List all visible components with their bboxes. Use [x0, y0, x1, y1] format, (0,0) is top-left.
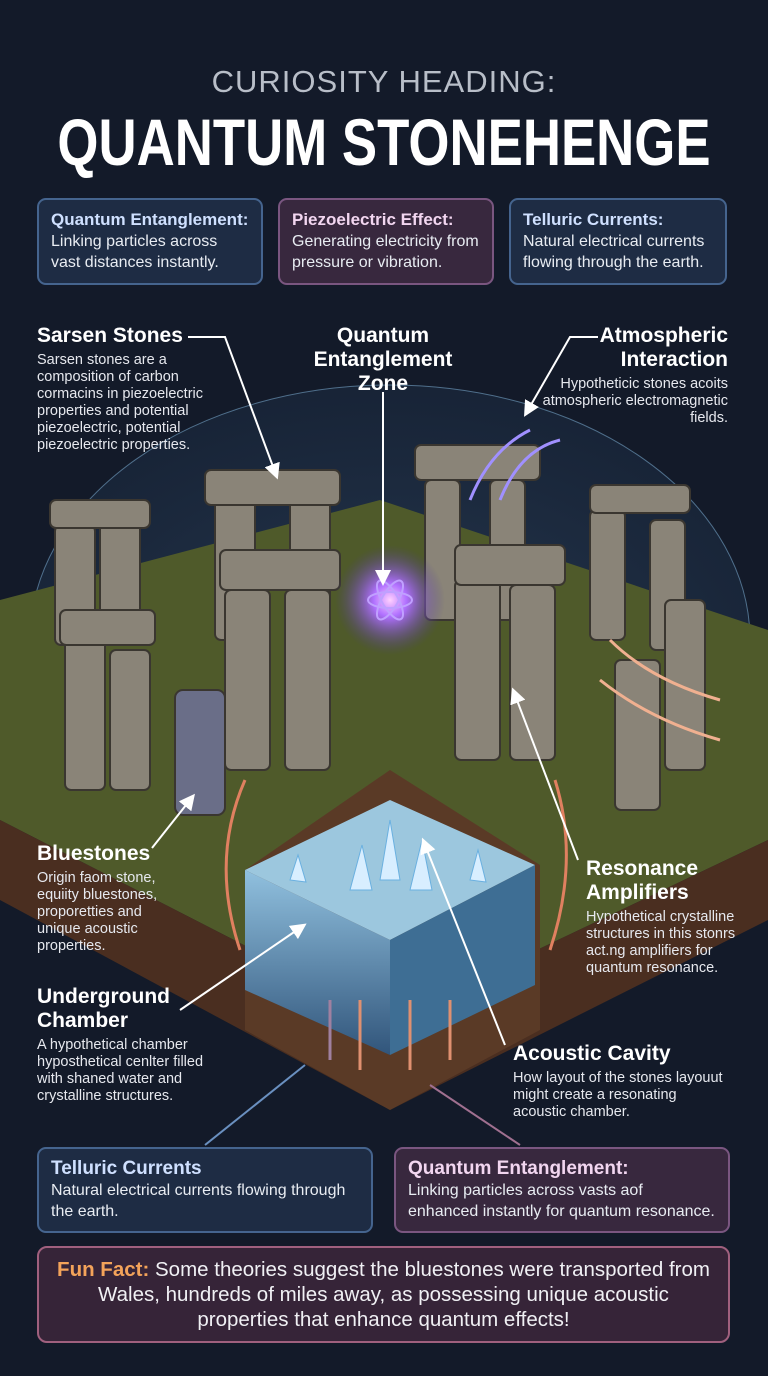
label-text: Sarsen stones are a composition of carbo… — [37, 352, 204, 453]
entanglement-pointer — [429, 1084, 521, 1146]
telluric-pointer — [204, 1064, 306, 1146]
quantum-orb — [335, 545, 445, 655]
chamber-left-face — [245, 870, 390, 1055]
label-title: Underground Chamber — [37, 985, 170, 1032]
fun-fact-label: Fun Fact: — [57, 1258, 150, 1281]
fun-fact-box: Fun Fact: Some theories suggest the blue… — [37, 1246, 730, 1343]
label-text: Origin faom stone, equiity bluestones, p… — [37, 870, 158, 954]
page-title: QUANTUM STONEHENGE — [57, 105, 711, 179]
fun-fact-text: Some theories suggest the bluestones wer… — [98, 1258, 710, 1331]
label-text: How layout of the stones layouut might c… — [513, 1070, 723, 1120]
box-title: Telluric Currents: — [523, 210, 664, 229]
info-box-telluric: Telluric Currents: Natural electrical cur… — [509, 198, 727, 285]
info-box-piezoelectric: Piezoelectric Effect: Generating electric… — [278, 198, 494, 285]
label-text: Hypotheticic stones acoits atmospheric e… — [542, 376, 728, 426]
label-title: Atmospheric Interaction — [599, 324, 728, 371]
box-text: Linking particles across vast distances … — [51, 233, 219, 271]
info-box-entanglement: Quantum Entanglement: Linking particles a… — [37, 198, 263, 285]
box-title: Quantum Entanglement: — [408, 1158, 629, 1179]
callout-arrows — [151, 336, 598, 1046]
energy-flow-arrows — [224, 428, 721, 1070]
box-text: Natural electrical currents flowing thro… — [523, 233, 705, 271]
box-title: Telluric Currents — [51, 1158, 202, 1179]
label-title: Sarsen Stones — [37, 324, 183, 347]
stonehenge-illustration — [0, 336, 768, 1146]
kicker-heading: CURIOSITY HEADING: — [211, 64, 557, 99]
box-title: Quantum Entanglement: — [51, 210, 249, 229]
label-title: Quantum Entanglement Zone — [313, 324, 453, 395]
label-title: Acoustic Cavity — [513, 1042, 671, 1065]
chamber-right-face — [390, 865, 535, 1055]
box-title: Piezoelectric Effect: — [292, 210, 454, 229]
info-box-entanglement-bottom: Quantum Entanglement: Linking particles a… — [394, 1147, 730, 1233]
box-text: Linking particles across vasts aof enhan… — [408, 1182, 715, 1220]
label-text: Hypothetical crystalline structures in t… — [586, 909, 736, 976]
label-title: Bluestones — [37, 842, 151, 865]
box-text: Natural electrical currents flowing thro… — [51, 1182, 346, 1220]
grass-platform — [0, 500, 768, 1020]
box-text: Generating electricity from pressure or … — [292, 233, 479, 271]
crystals — [289, 819, 487, 891]
label-title: Resonance Amplifiers — [586, 857, 699, 904]
label-text: A hypothetical chamber hyposthetical cen… — [37, 1037, 204, 1104]
label-entanglement-zone: Quantum Entanglement Zone — [293, 324, 473, 396]
label-underground-chamber: Underground Chamber A hypothetical chambe… — [37, 985, 212, 1105]
